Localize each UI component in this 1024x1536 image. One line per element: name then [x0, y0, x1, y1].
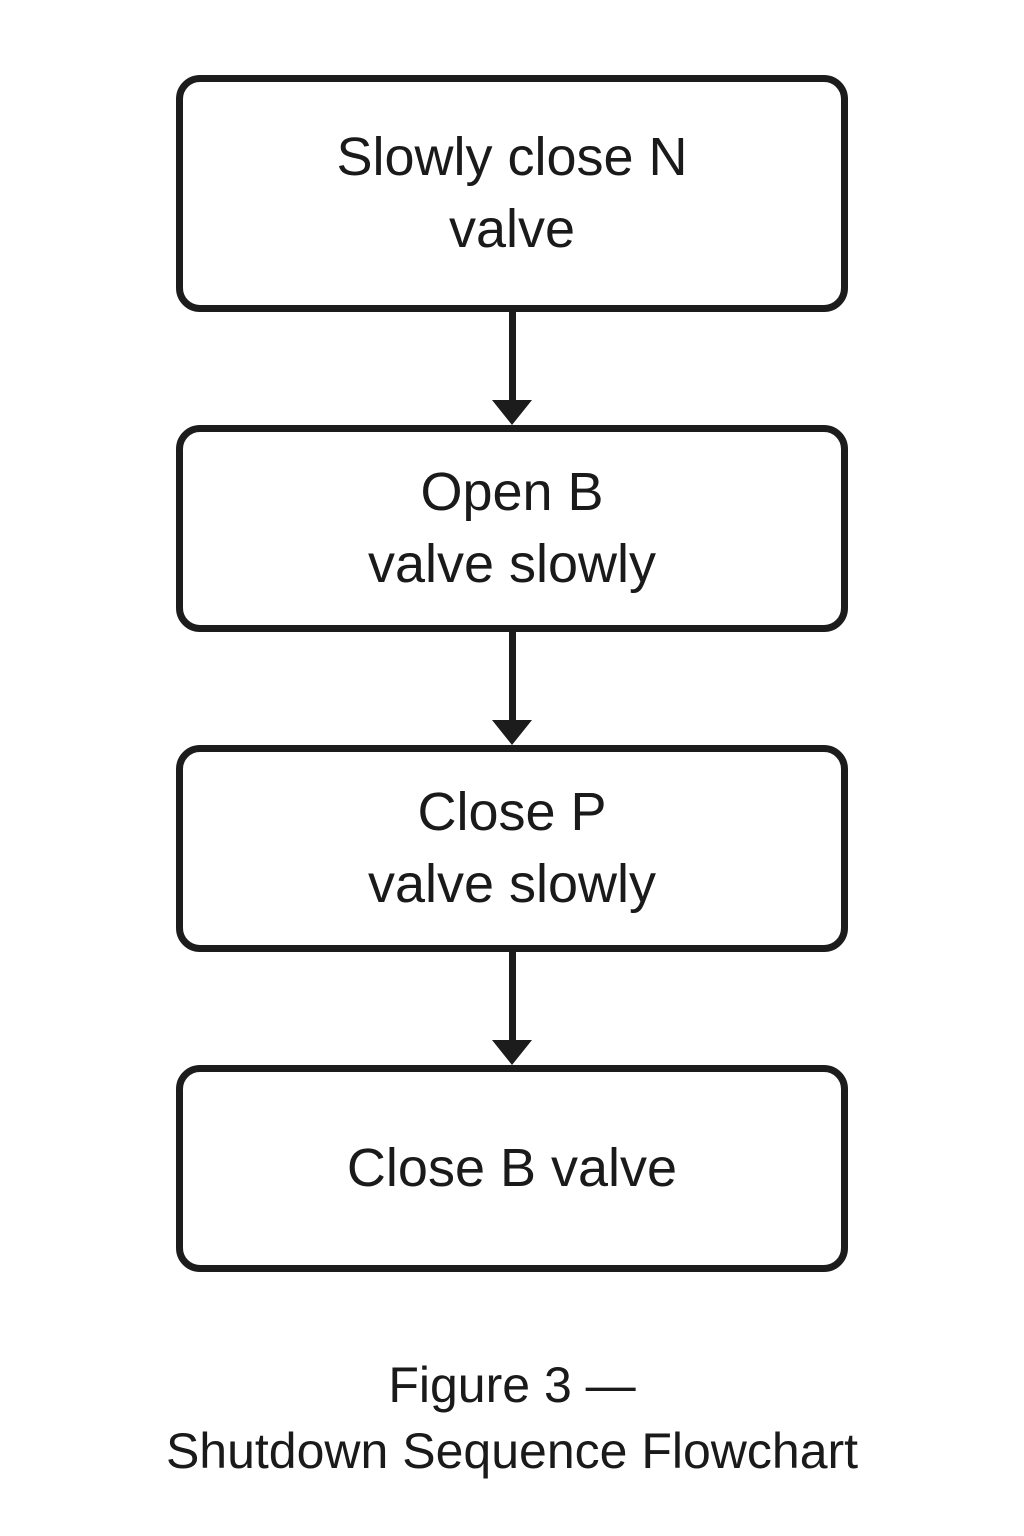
node-label-line: Slowly close N [336, 127, 688, 188]
node-label-line: Close B valve [346, 1137, 678, 1198]
node-label-line: Close P [417, 782, 607, 843]
flow-arrow-3 [490, 952, 534, 1065]
node-label-line: valve slowly [367, 533, 657, 594]
node-label-line: valve slowly [367, 853, 657, 914]
node-label-line: Open B [420, 462, 604, 523]
node-close-b-valve: Close B valve [176, 1065, 848, 1272]
arrow-down-icon [492, 400, 532, 425]
shutdown-sequence-flowchart: Slowly close N valve Open B valve slowly… [166, 0, 858, 1484]
node-close-p-valve: Close P valve slowly [176, 745, 848, 952]
arrow-shaft [508, 952, 516, 1040]
node-open-b-valve: Open B valve slowly [176, 425, 848, 632]
flow-arrow-1 [490, 312, 534, 425]
node-slowly-close-n-valve: Slowly close N valve [176, 75, 848, 312]
arrow-down-icon [492, 1040, 532, 1065]
arrow-shaft [508, 312, 516, 400]
node-label-line: valve [448, 198, 576, 259]
figure-caption-line1: Figure 3 — [388, 1357, 636, 1413]
arrow-shaft [508, 632, 516, 720]
figure-caption-line2: Shutdown Sequence Flowchart [165, 1423, 859, 1479]
flow-arrow-2 [490, 632, 534, 745]
arrow-down-icon [492, 720, 532, 745]
figure-caption: Figure 3 — Shutdown Sequence Flowchart [0, 1352, 1024, 1484]
